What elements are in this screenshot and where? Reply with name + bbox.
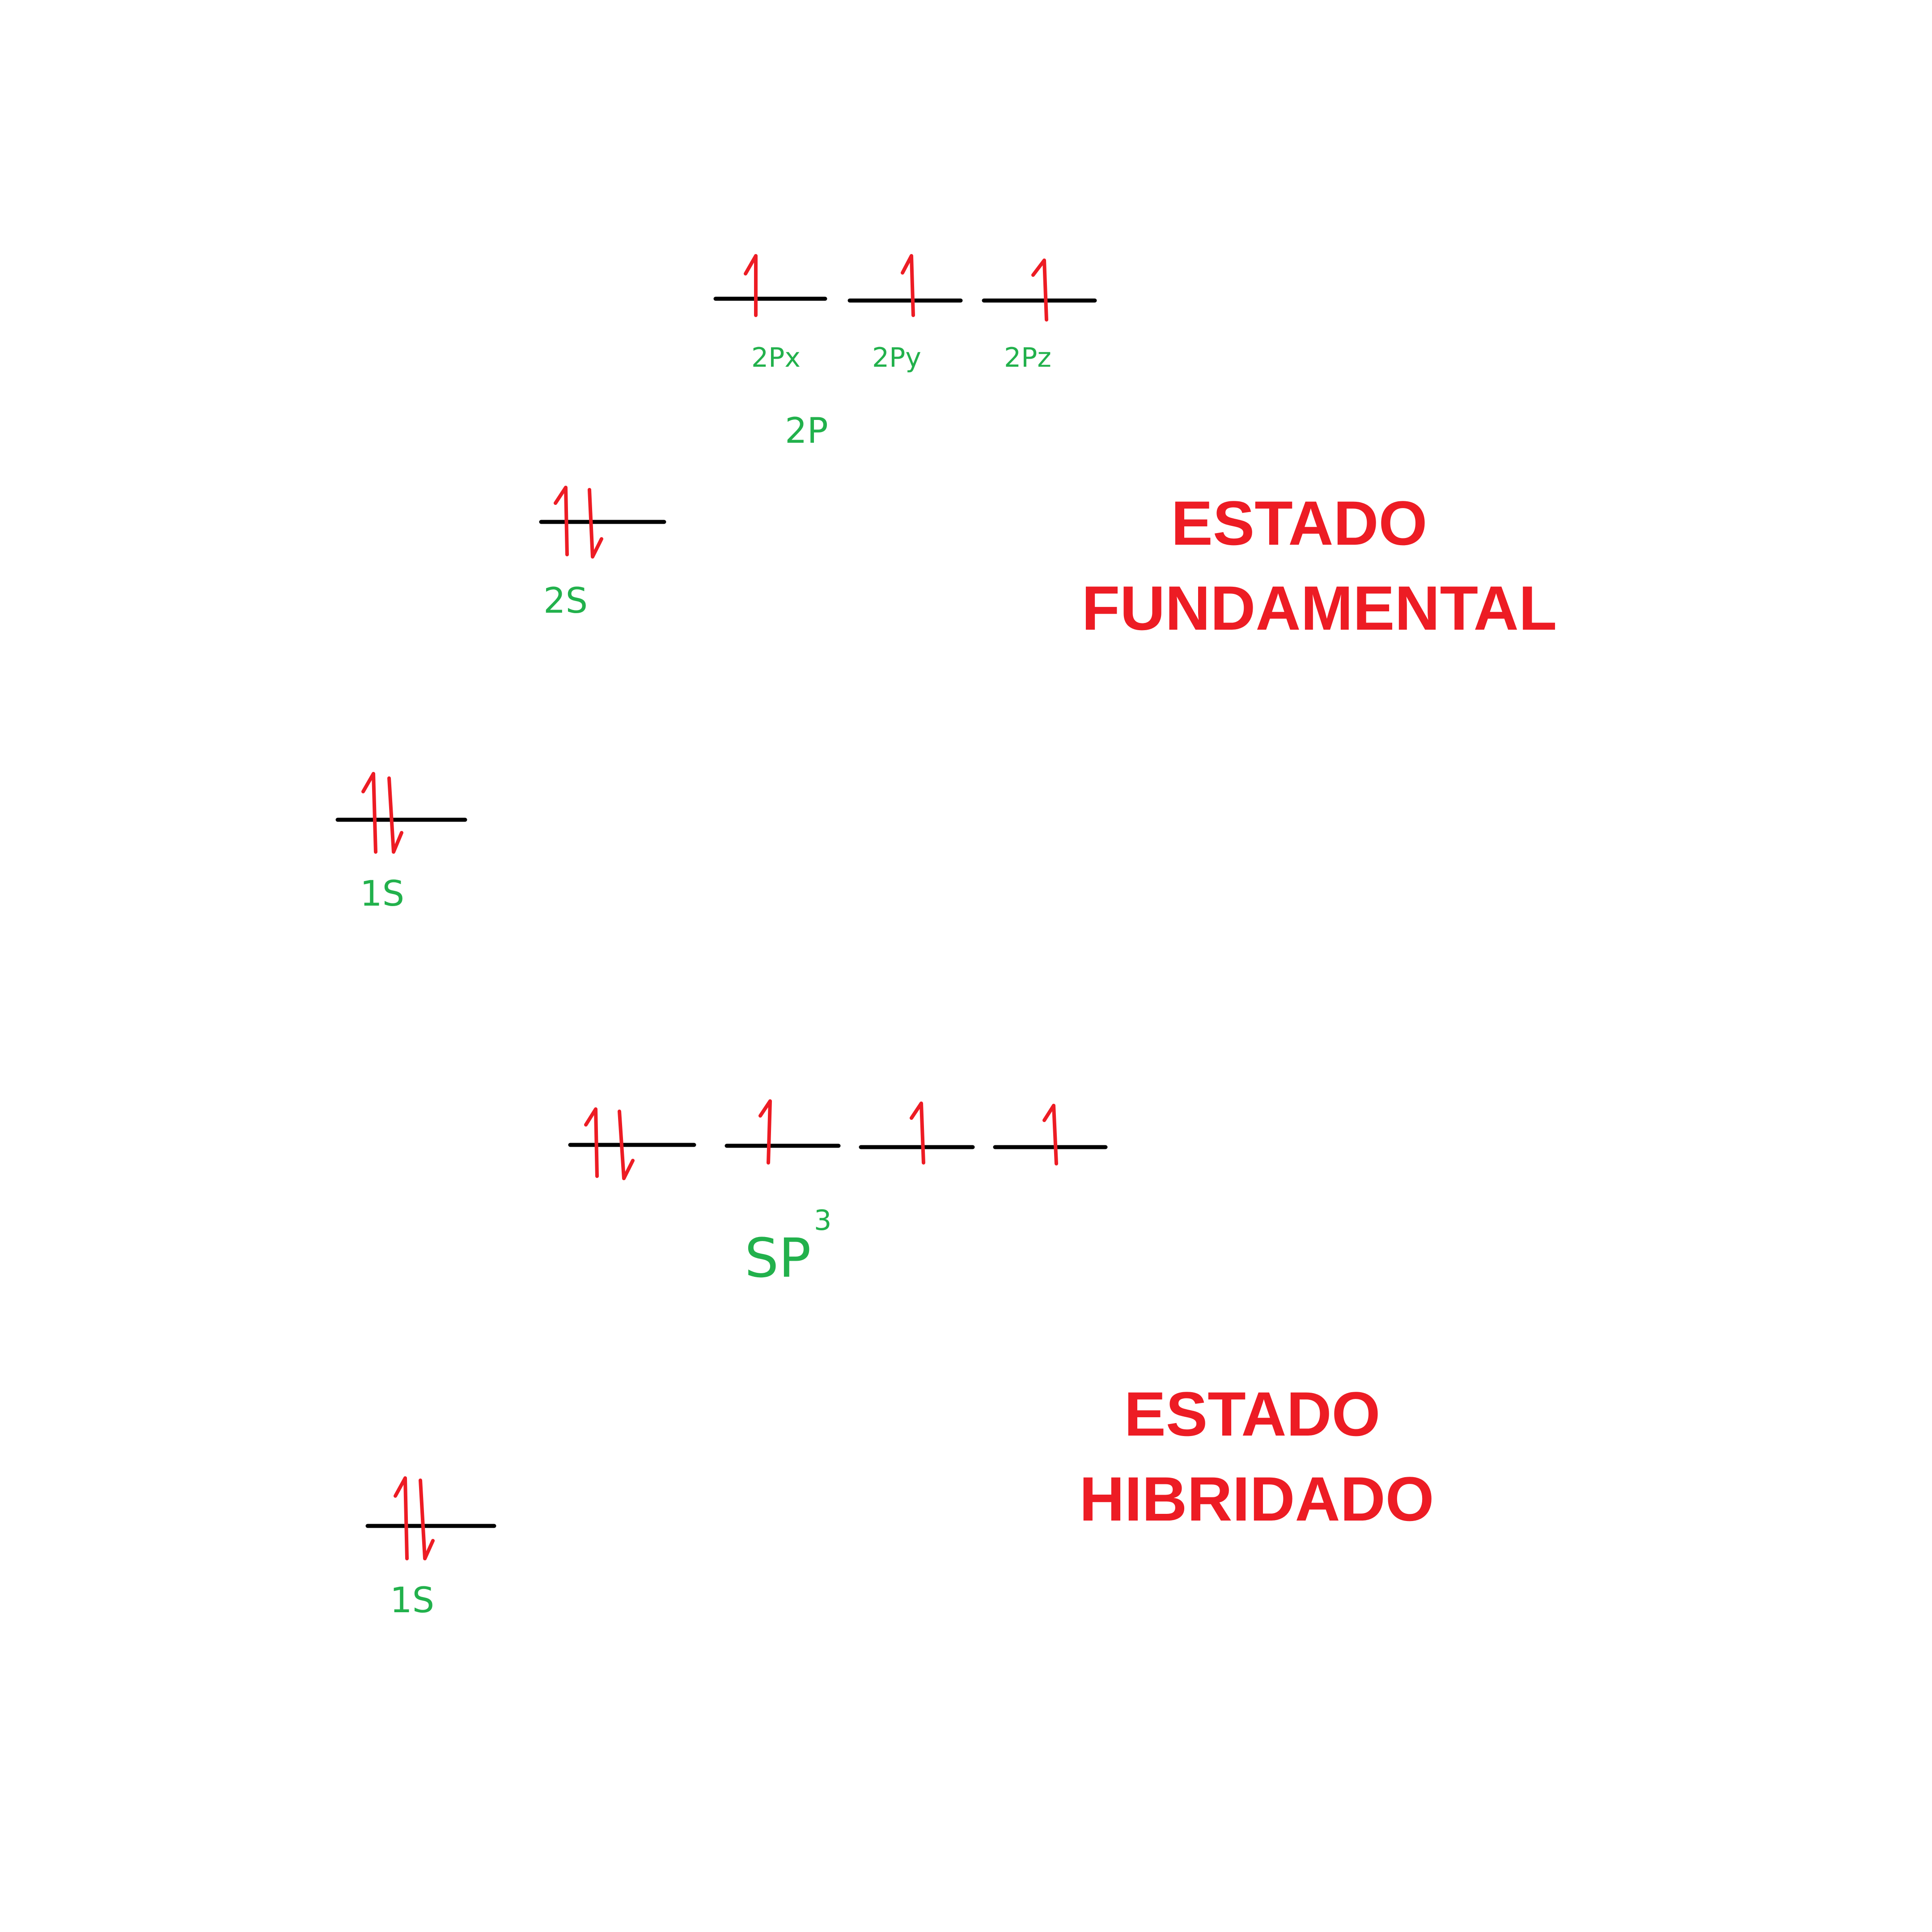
electron-up-arrow xyxy=(901,254,915,317)
orbital-2py xyxy=(847,254,963,317)
label-2px: 2Px xyxy=(751,342,801,373)
electron-down-arrow xyxy=(618,1110,635,1180)
electron-down-arrow xyxy=(419,1479,435,1560)
label-2s: 2S xyxy=(543,581,588,621)
label-2py: 2Py xyxy=(872,342,921,373)
orbital-1s-ground xyxy=(335,772,467,854)
electron-up-arrow xyxy=(1031,258,1048,322)
electron-up-arrow xyxy=(584,1107,599,1178)
electron-up-arrow xyxy=(394,1476,409,1560)
label-1s-ground: 1S xyxy=(360,874,404,914)
electron-down-arrow xyxy=(588,488,603,559)
orbital-1s-hybrid xyxy=(365,1476,496,1560)
label-sp-superscript: 3 xyxy=(814,1204,831,1237)
electron-up-arrow xyxy=(910,1102,925,1165)
electron-up-arrow xyxy=(744,254,758,317)
electron-up-arrow xyxy=(1042,1104,1058,1165)
orbital-sp3-4 xyxy=(993,1104,1108,1165)
orbital-2px xyxy=(713,254,827,317)
orbital-sp3-2 xyxy=(724,1099,841,1165)
orbital-2pz xyxy=(982,258,1097,322)
electron-up-arrow xyxy=(361,772,377,854)
ground-state-title-line1: ESTADO xyxy=(1171,488,1428,558)
orbital-sp3-1 xyxy=(568,1107,696,1180)
ground-state-title-line2: FUNDAMENTAL xyxy=(1082,573,1557,643)
electron-up-arrow xyxy=(758,1099,772,1165)
hybrid-state-title-line2: HIBRIDADO xyxy=(1079,1464,1434,1534)
electron-down-arrow xyxy=(387,776,403,854)
label-2p: 2P xyxy=(785,411,828,451)
electron-up-arrow xyxy=(554,486,569,556)
label-1s-hybrid: 1S xyxy=(390,1580,434,1621)
hybrid-state-title-line1: ESTADO xyxy=(1124,1379,1381,1449)
label-2pz: 2Pz xyxy=(1004,342,1051,373)
label-sp: SP xyxy=(745,1228,811,1290)
orbital-2s xyxy=(539,486,666,559)
orbital-sp3-3 xyxy=(859,1102,975,1165)
